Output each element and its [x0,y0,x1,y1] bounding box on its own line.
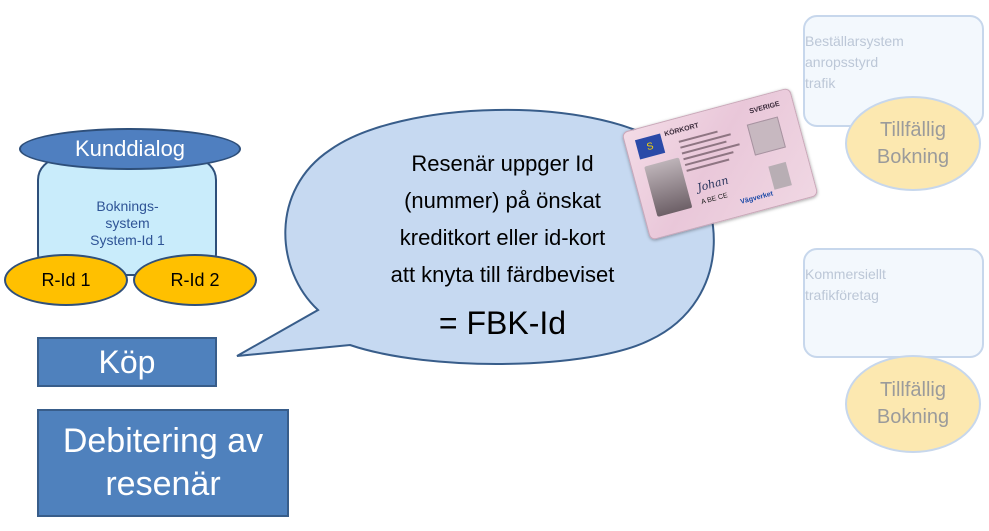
debitering-line2: resenär [105,465,221,503]
tillfallig1-line2: Bokning [876,145,950,168]
bubble-line4: att knyta till färdbeviset [390,262,615,287]
booking-system-line1: Boknings- [96,198,159,214]
kommersiellt-line1: Kommersiellt [805,266,886,282]
bubble-line1: Resenär uppger Id [411,151,594,176]
booking-system-label: Boknings- system System-Id 1 [40,198,215,249]
card-mini-photo [768,161,792,190]
debitering-line1: Debitering av [62,422,264,460]
kommersiellt-line2: trafikföretag [805,287,879,303]
tillfallig2-line1: Tillfällig [880,379,946,401]
card-photo [644,157,693,217]
booking-system-id: System-Id 1 [90,232,165,248]
rid1-ellipse: R-Id 1 [4,254,128,306]
bestallar-line3: trafik [805,75,836,91]
bubble-line2: (nummer) på önskat [404,188,601,213]
card-signature: Johan [695,173,730,195]
booking-system-line2: system [105,215,150,231]
eu-flag-icon: S [634,133,666,160]
fbk-id-label: = FBK-Id [438,305,567,341]
bubble-text: Resenär uppger Id (nummer) på önskat kre… [350,145,655,342]
tillfallig-bokning-ellipse-2: Tillfällig Bokning [845,355,981,453]
kunddialog-ellipse: Kunddialog [19,128,241,170]
kop-box: Köp [37,337,217,387]
rid2-ellipse: R-Id 2 [133,254,257,306]
tillfallig-bokning-ellipse-1: Tillfällig Bokning [845,96,981,191]
bestallar-line1: Beställarsystem [805,33,904,49]
bubble-line3: kreditkort eller id-kort [399,225,606,250]
tillfallig1-line1: Tillfällig [880,118,946,141]
card-country: SVERIGE [748,100,781,116]
card-text-line [686,158,730,172]
card-categories: A BE CE [700,192,729,207]
bestallar-line2: anropsstyrd [805,54,879,70]
card-hologram [746,116,786,156]
kommersiellt-box: Kommersiellt trafikföretag [803,248,984,358]
tillfallig2-line2: Bokning [876,406,950,428]
debitering-box: Debitering av resenär [37,409,289,517]
card-issuer: Vägverket [739,190,774,206]
